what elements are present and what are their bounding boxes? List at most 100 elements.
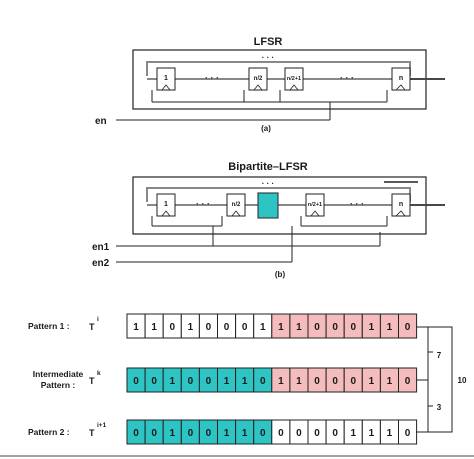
bit-value: 1: [369, 322, 375, 333]
bit-value: 0: [332, 322, 338, 333]
bit-value: 0: [405, 322, 411, 333]
bit-value: 1: [387, 322, 393, 333]
bit-value: 0: [206, 322, 212, 333]
pattern-label-line2: Pattern :: [41, 380, 76, 390]
top-caption: (a): [261, 124, 271, 133]
bit-value: 1: [350, 428, 356, 439]
bit-value: 1: [151, 322, 157, 333]
distance-7: 7: [437, 351, 442, 360]
top-mid-dots: · · ·: [262, 53, 274, 62]
pattern-superscript: i: [97, 316, 99, 323]
bipartite-title: Bipartite–LFSR: [228, 161, 308, 173]
top-cell-n: n: [391, 67, 411, 91]
top-feedback-line: [146, 61, 411, 76]
en2-label: en2: [92, 258, 110, 269]
top-enable-label: en: [95, 116, 107, 127]
lfsr-bipartite: Bipartite–LFSR · · · 1 n/2 n/2+1 n · · ·: [92, 161, 445, 279]
bit-value: 0: [206, 428, 212, 439]
bit-value: 0: [296, 428, 302, 439]
top-dots-left: · · ·: [205, 73, 219, 83]
bit-value: 1: [369, 376, 375, 387]
bit-value: 0: [224, 322, 230, 333]
mid-dots-right: · · ·: [350, 199, 364, 209]
bit-value: 0: [405, 428, 411, 439]
pattern-label: Pattern 1 :: [28, 321, 70, 331]
mid-caption: (b): [275, 270, 286, 279]
pattern-row: Pattern 2 : Ti+1 0 0 1 0 0 1 1 0 0 0 0 0 1 1 1 0: [28, 419, 418, 445]
pattern-symbol: T: [89, 322, 95, 332]
lfsr-standard: LFSR · · · 1 n/2 n/2+1 n · · · ·: [95, 36, 445, 133]
bit-value: 1: [369, 428, 375, 439]
bit-value: 1: [169, 428, 175, 439]
lfsr-title: LFSR: [254, 36, 283, 48]
bit-value: 0: [242, 322, 248, 333]
bit-value: 0: [332, 376, 338, 387]
mid-cell-n2p1: n/2+1: [305, 193, 325, 217]
bit-value: 0: [151, 376, 157, 387]
bit-value: 0: [314, 322, 320, 333]
bit-value: 1: [242, 376, 248, 387]
distance-10: 10: [458, 376, 467, 385]
svg-text:1: 1: [164, 75, 168, 82]
bit-value: 1: [387, 428, 393, 439]
top-cell-n2p1: n/2+1: [284, 67, 304, 91]
svg-text:n/2+1: n/2+1: [308, 202, 322, 208]
mid-dots-left: · · ·: [196, 199, 210, 209]
pattern-symbol: T: [89, 428, 95, 438]
bit-value: 0: [260, 428, 266, 439]
bit-value: 1: [278, 376, 284, 387]
bit-value: 1: [224, 428, 230, 439]
bit-value: 1: [296, 322, 302, 333]
pattern-symbol: T: [89, 376, 95, 386]
bit-value: 1: [242, 428, 248, 439]
bit-value: 0: [188, 376, 194, 387]
mid-cell-n2: n/2: [226, 193, 246, 217]
bit-cell: [398, 313, 418, 339]
top-cell-n2: n/2: [248, 67, 268, 91]
bit-value: 0: [206, 376, 212, 387]
bit-value: 0: [350, 322, 356, 333]
bit-value: 0: [314, 376, 320, 387]
bit-value: 1: [387, 376, 393, 387]
bit-value: 0: [332, 428, 338, 439]
pattern-label: Intermediate: [33, 369, 84, 379]
svg-text:1: 1: [164, 201, 168, 208]
bit-value: 0: [188, 428, 194, 439]
bit-value: 1: [296, 376, 302, 387]
svg-text:n/2: n/2: [254, 76, 263, 82]
mid-mid-dots: · · ·: [262, 179, 274, 188]
bit-value: 0: [278, 428, 284, 439]
distance-brackets: 7 3 10: [416, 326, 467, 433]
en1-label: en1: [92, 242, 110, 253]
bit-value: 0: [314, 428, 320, 439]
bit-value: 1: [188, 322, 194, 333]
top-dots-right: · · ·: [340, 73, 354, 83]
bit-value: 1: [278, 322, 284, 333]
bit-value: 0: [151, 428, 157, 439]
mux-block: [257, 192, 279, 219]
bit-value: 1: [260, 322, 266, 333]
bit-value: 1: [224, 376, 230, 387]
pattern-superscript: k: [97, 370, 101, 377]
bit-value: 1: [133, 322, 139, 333]
bit-value: 0: [133, 376, 139, 387]
pattern-label: Pattern 2 :: [28, 427, 70, 437]
bit-value: 0: [405, 376, 411, 387]
mid-cell-1: 1: [156, 193, 176, 217]
mid-cell-n: n: [391, 193, 411, 217]
svg-text:n/2+1: n/2+1: [287, 76, 301, 82]
bit-value: 0: [350, 376, 356, 387]
bit-value: 0: [260, 376, 266, 387]
svg-text:n/2: n/2: [232, 202, 241, 208]
svg-text:n: n: [399, 75, 403, 82]
distance-3: 3: [437, 403, 442, 412]
svg-text:n: n: [399, 201, 403, 208]
bit-value: 0: [133, 428, 139, 439]
top-cell-1: 1: [156, 67, 176, 91]
pattern-superscript: i+1: [97, 422, 107, 429]
bit-value: 1: [169, 376, 175, 387]
